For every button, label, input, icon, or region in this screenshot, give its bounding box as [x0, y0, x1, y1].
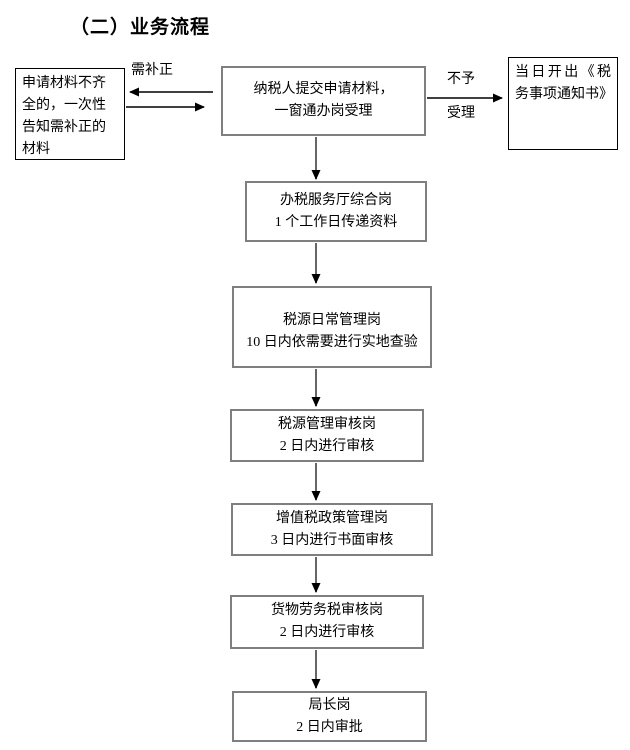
node-director: 局长岗 2 日内审批	[232, 691, 427, 742]
node-taxpayer-submit: 纳税人提交申请材料， 一窗通办岗受理	[221, 66, 426, 136]
node-daily-management-line1: 税源日常管理岗	[283, 313, 381, 328]
node-goods-services-tax-line1: 货物劳务税审核岗	[271, 603, 383, 618]
node-service-hall-line1: 办税服务厅综合岗	[280, 192, 392, 208]
node-source-review-line1: 税源管理审核岗	[278, 416, 376, 432]
node-taxpayer-submit-line1: 纳税人提交申请材料，	[253, 82, 394, 97]
edge-label-not-accepted-line1: 不予	[447, 72, 475, 87]
node-daily-management-line2: 10 日内依需要进行实地查验	[246, 335, 418, 350]
node-director-line1: 局长岗	[308, 697, 351, 713]
node-service-hall: 办税服务厅综合岗 1 个工作日传递资料	[245, 181, 427, 242]
edge-label-not-accepted: 不予 受理	[441, 71, 481, 122]
node-vat-policy-line2: 3 日内进行书面审核	[270, 532, 394, 548]
node-service-hall-line2: 1 个工作日传递资料	[274, 214, 398, 230]
node-correction-note-text: 申请材料不齐全的，一次性告知需补正的材料	[22, 76, 106, 157]
node-vat-policy: 增值税政策管理岗 3 日内进行书面审核	[231, 503, 433, 556]
node-correction-note: 申请材料不齐全的，一次性告知需补正的材料	[15, 68, 125, 160]
node-goods-services-tax-line2: 2 日内进行审核	[279, 625, 375, 640]
node-tax-notice-text: 当日开出《税务事项通知书》	[515, 65, 613, 102]
node-director-line2: 2 日内审批	[296, 719, 363, 735]
node-source-review: 税源管理审核岗 2 日内进行审核	[230, 409, 424, 462]
node-source-review-line2: 2 日内进行审核	[279, 438, 375, 454]
node-vat-policy-line1: 增值税政策管理岗	[276, 510, 388, 526]
edge-label-need-correction: 需补正	[131, 63, 173, 78]
page-title: （二）业务流程	[70, 17, 211, 38]
node-taxpayer-submit-line2: 一窗通办岗受理	[274, 104, 373, 119]
node-tax-notice: 当日开出《税务事项通知书》	[508, 57, 618, 150]
node-daily-management: 税源日常管理岗 10 日内依需要进行实地查验	[232, 286, 432, 368]
edge-label-not-accepted-line2: 受理	[447, 106, 475, 121]
node-goods-services-tax: 货物劳务税审核岗 2 日内进行审核	[230, 595, 424, 649]
